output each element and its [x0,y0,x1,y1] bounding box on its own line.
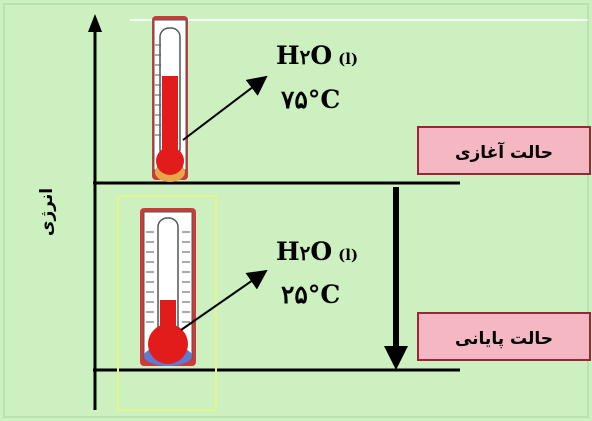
top-formula: H۲O(l) [276,41,358,70]
top-temperature: ۷۵°C [280,85,340,114]
initial-state-label: حالت آغازی [455,141,553,163]
thermometer-icon [152,16,188,182]
energy-change-arrowhead [384,346,408,370]
energy-axis-arrowhead [88,14,102,32]
background-border [3,3,589,418]
bottom-formula: H۲O(l) [276,237,358,266]
lower-thermometer-frame [117,195,217,411]
final-state-box: حالت پایانی [417,312,591,361]
thermometer-icon [140,208,196,366]
final-state-label: حالت پایانی [455,329,553,349]
top-pointer-arrow [182,75,268,141]
bottom-pointer-arrow [180,269,268,331]
energy-axis-label: انرژی [37,188,57,236]
initial-state-box: حالت آغازی [417,126,591,175]
bottom-temperature: ۲۵°C [281,280,340,309]
